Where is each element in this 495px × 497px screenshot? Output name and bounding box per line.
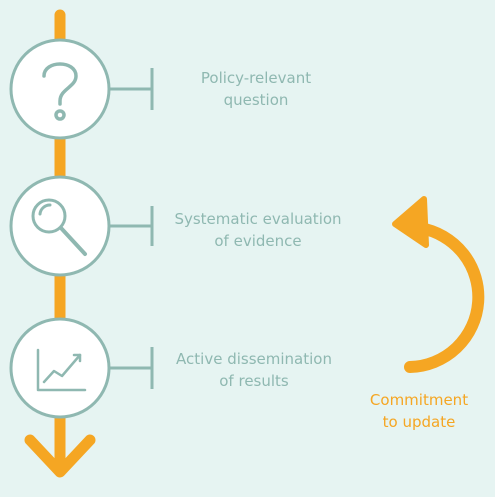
line-chart-icon [36,348,87,392]
question-mark-icon [42,62,78,121]
step-1-node [9,38,154,140]
commitment-label-line2: to update [382,413,456,431]
step-1-label: Policy-relevant question [136,67,376,111]
loop-arrow-head-icon [392,196,429,248]
step-3-node [9,317,154,419]
step-1-label-line1: Policy-relevant [200,69,312,87]
step-2-label: Systematic evaluation of evidence [138,208,378,252]
flow-arrow-down-icon [24,434,96,478]
step-2-node [9,175,154,277]
loop-arrow [392,196,485,373]
step-3-label-line2: of results [219,372,289,390]
step-2-label-line1: Systematic evaluation [174,210,342,228]
step-3-label-line1: Active dissemination [176,350,332,368]
step-1-label-line2: question [223,91,289,109]
step-3-label: Active dissemination of results [134,348,374,392]
step-2-label-line2: of evidence [214,232,302,250]
commitment-label-line1: Commitment [369,391,469,409]
magnifying-glass-icon [31,198,87,256]
commitment-label: Commitment to update [349,389,489,433]
